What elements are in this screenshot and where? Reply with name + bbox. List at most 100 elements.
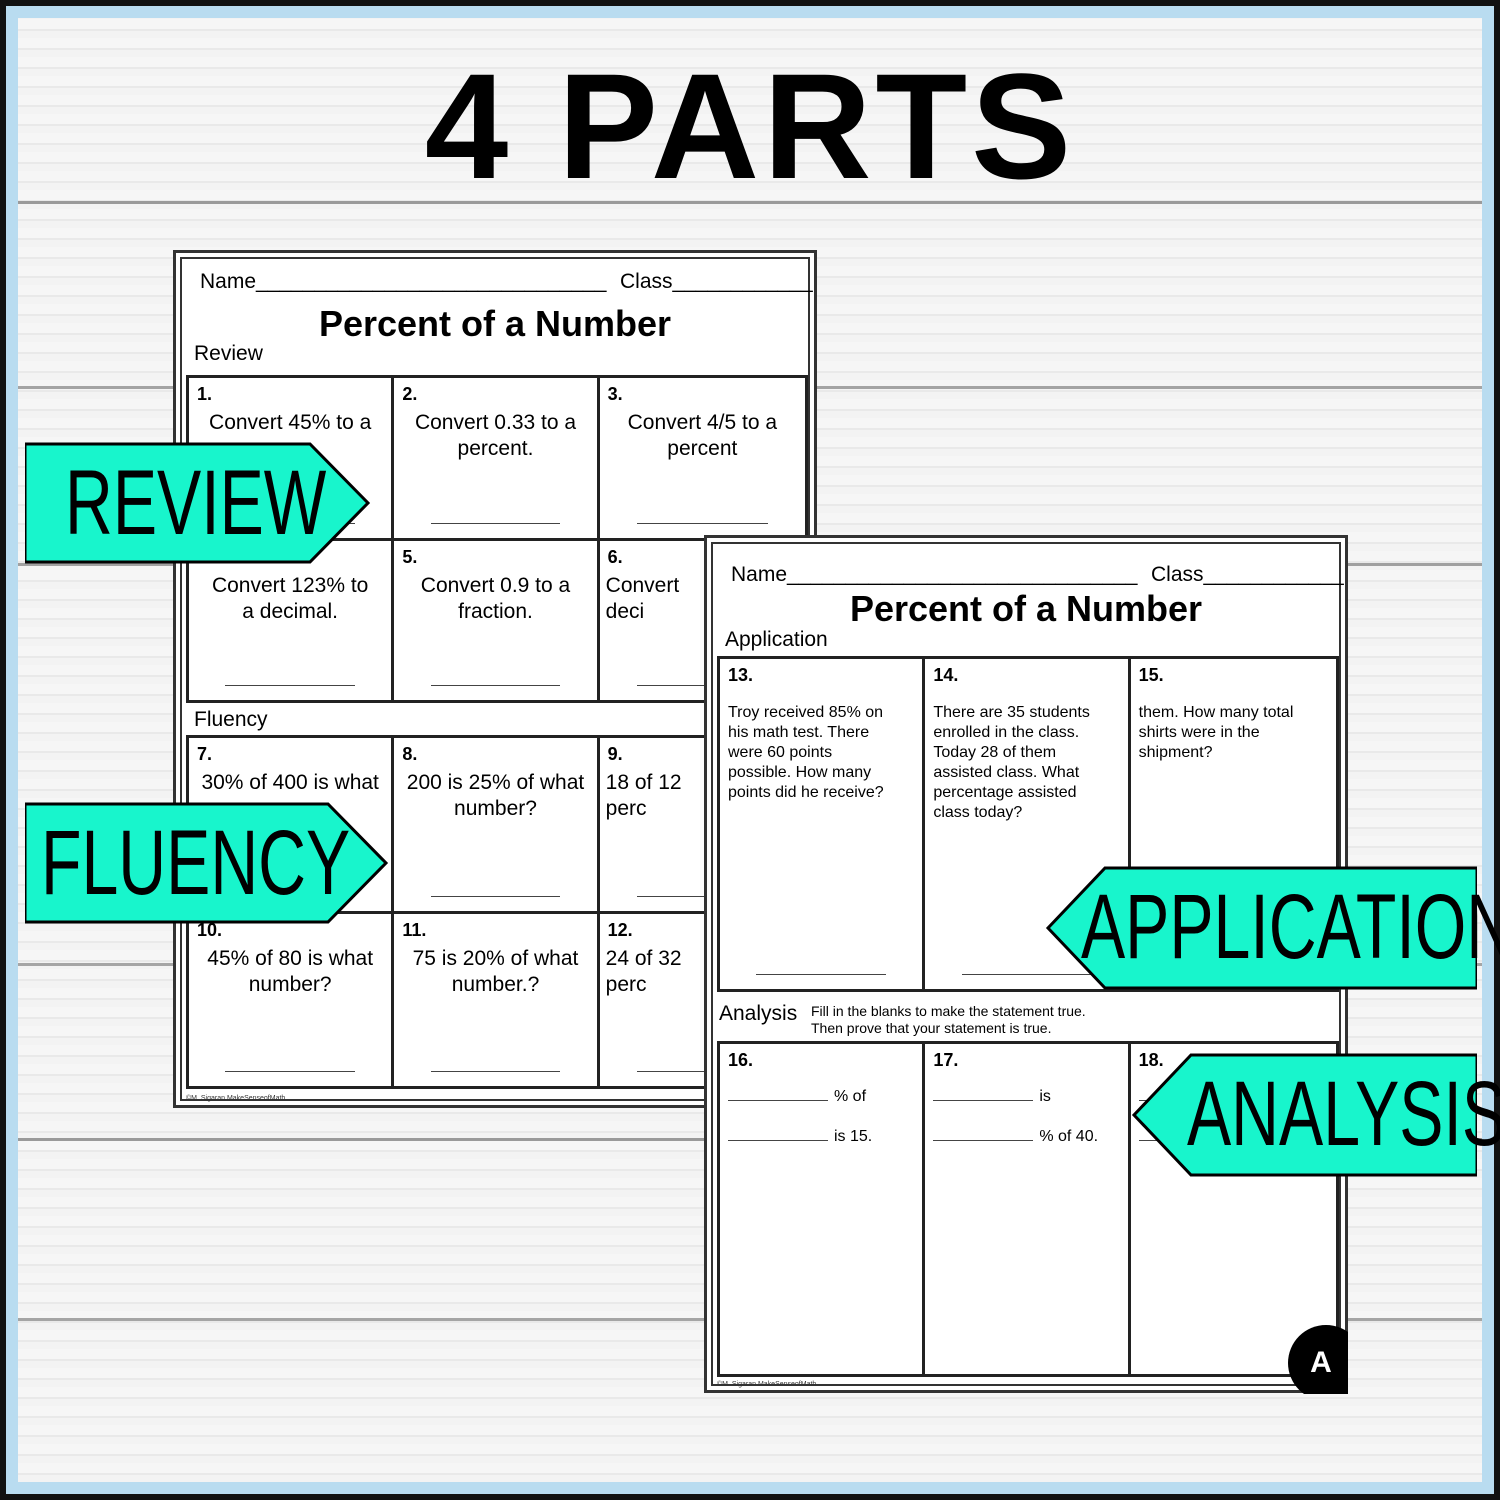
question-number: 8. [402,744,418,764]
question-line: shirts were in the [1138,724,1260,741]
answer-line [430,685,561,686]
question-line: 200 is 25% of what [406,771,585,794]
question-line: number.? [451,972,540,996]
answer-line [636,1071,769,1072]
version-badge: A [1288,1325,1348,1394]
blank-field [933,1100,1034,1101]
question-number: 13. [728,665,754,685]
answer-line [636,685,769,686]
question-line: 45% of 80 is what [207,946,374,970]
fluency-banner: FLUENCY [25,802,389,924]
question-line: Convert 0.33 to a [414,411,577,434]
fill-text: % of [834,1088,867,1105]
analysis-instructions: Fill in the blanks to make the statement… [811,1003,1086,1037]
question-number: 11. [402,919,427,940]
question-number: 6. [607,546,623,567]
fill-blank-line: % of [728,1088,866,1106]
question-line: Convert [605,573,680,597]
question-number: 9. [607,744,623,764]
answer-line [961,974,1092,975]
question-number: 2. [402,384,418,404]
analysis-label: ANALYSIS [1187,1062,1500,1165]
fluency-label: FLUENCY [41,811,351,914]
question-line: possible. How many [728,764,872,781]
question-text: There are 35 students enrolled in the cla… [933,703,1123,823]
question-line: 30% of 400 is what [201,771,379,794]
class-field: Class____________ [1151,563,1344,586]
question-line: assisted class. What [933,764,1080,781]
fill-blank-line: % of 40. [933,1128,1098,1146]
question-line: them. How many total [1138,704,1294,721]
answer-line [225,685,355,686]
question-line: There are 35 students [933,704,1090,721]
headline: 4 PARTS [424,42,1076,210]
question-line: enrolled in the class. [933,724,1080,741]
question-cell: 14. There are 35 students enrolled in the … [925,659,1131,989]
application-grid: 13. Troy received 85% on his math test. Th… [717,656,1339,992]
application-label: APPLICATION [1081,875,1500,978]
question-text: Convert 45% to a [193,410,387,436]
analysis-cell: 17. is % of 40. [925,1044,1131,1374]
section-analysis: Analysis [719,1002,798,1025]
question-line: Troy received 85% on [728,704,884,721]
question-line: percentage assisted [933,784,1077,801]
question-line: Convert 45% to a [209,411,372,434]
question-line: 24 of 32 [605,946,682,970]
question-number: 15. [1138,665,1164,685]
question-line: Convert 123% to [211,573,369,597]
question-number: 14. [933,665,959,685]
answer-line [430,522,561,524]
question-line: perc [605,972,647,996]
question-line: perc [605,797,647,820]
answer-line [756,974,886,975]
blank-field [728,1140,828,1141]
blank-field [728,1100,828,1101]
question-cell: 4.Convert 123% toa decimal. [189,540,395,700]
question-line: class today? [933,804,1023,821]
question-line: a decimal. [242,599,339,623]
copyright: ©M. Sigaran MakeSenseofMath [717,1381,817,1388]
answer-line [636,895,769,897]
question-number: 16. [728,1050,754,1070]
section-application: Application [725,628,828,651]
question-text: Troy received 85% on his math test. There… [728,703,918,803]
section-fluency: Fluency [194,708,268,731]
question-line: fraction. [458,599,533,623]
question-number: 10. [197,919,223,940]
question-text: 18 of 12 perc [606,770,682,822]
fill-text: is [1039,1088,1051,1105]
question-number: 17. [933,1050,959,1070]
review-banner: REVIEW [25,442,371,564]
badge-clip: A [1280,1320,1348,1394]
question-number: 12. [607,919,633,940]
fill-text: is 15. [834,1128,873,1145]
question-cell: 2. Convert 0.33 to a percent. [394,378,600,541]
review-label: REVIEW [65,451,327,554]
blank-field [933,1140,1034,1141]
question-cell: 13. Troy received 85% on his math test. Th… [720,659,926,989]
question-line: number? [248,972,332,996]
answer-line [430,1071,561,1072]
question-line: Convert 0.9 to a [420,573,571,597]
question-line: 18 of 12 [605,771,682,794]
question-number: 3. [607,384,623,404]
question-line: Today 28 of them [933,744,1057,761]
question-line: his math test. There [728,724,870,741]
question-number: 5. [402,546,418,567]
fill-blank-line: is [933,1088,1051,1106]
question-line: shipment? [1138,744,1213,761]
question-number: 7. [197,744,213,764]
question-line: percent. [457,437,534,460]
question-line: Convert 4/5 to a [627,411,778,434]
fill-blank-line: is 15. [728,1128,872,1146]
analysis-cell: 16. % of is 15. [720,1044,926,1374]
